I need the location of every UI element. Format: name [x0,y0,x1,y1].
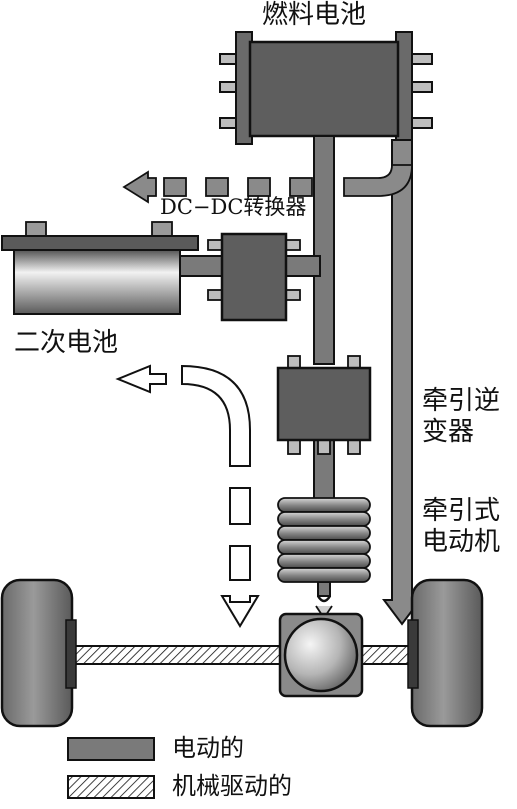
differential [278,612,364,698]
inverter-label-line1: 牵引逆 [422,386,501,416]
battery-dashed-arrow [115,364,260,628]
fuel-cell [219,31,433,145]
motor-label: 牵引式 电动机 [422,496,500,558]
drive-axle [67,645,425,665]
motor-coil [277,497,371,620]
legend-electric-swatch [67,737,155,761]
right-wheel [407,578,484,728]
dcdc-converter [207,232,301,322]
battery-label: 二次电池 [14,328,119,358]
fuel-cell-label: 燃料电池 [262,0,367,30]
inverter-label-line2: 变器 [422,417,475,448]
legend-electric-label: 电动的 [172,734,244,762]
dcdc-dashed-arrow [122,170,313,204]
legend-mechanical-label: 机械驱动的 [172,772,292,800]
legend-mechanical-swatch [67,775,155,799]
right-power-arrow [343,139,422,626]
secondary-battery [1,221,199,315]
motor-label-line2: 电动机 [422,527,501,558]
legend-swatches [67,737,155,799]
left-wheel [0,578,77,728]
dcdc-converter-label: DC−DC转换器 [160,195,307,219]
inverter-label: 牵引逆 变器 [422,386,500,448]
traction-inverter [276,355,372,455]
motor-label-line1: 牵引式 [422,496,501,526]
